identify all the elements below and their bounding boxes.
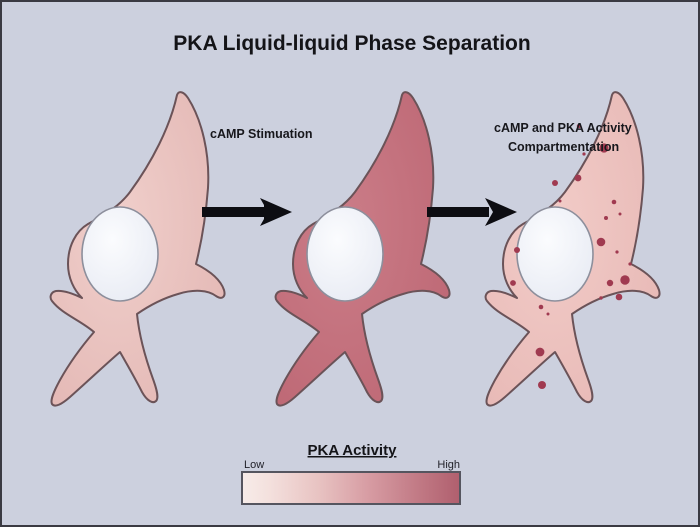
nucleus [516,206,594,302]
legend-low-label: Low [244,459,264,471]
pka-punctum [606,279,614,287]
legend-high-label: High [437,459,460,471]
pka-punctum [552,180,558,186]
pka-punctum [538,304,544,310]
pka-punctum [558,199,562,203]
arrowhead-icon [485,198,517,226]
pka-punctum [611,199,617,205]
arrow-stimulation [202,198,292,226]
nucleus [81,206,159,302]
pka-punctum [546,312,550,316]
pka-punctum [615,293,623,301]
pka-punctum [615,250,619,254]
nucleus [306,206,384,302]
pka-punctum [599,296,603,300]
legend-title: PKA Activity [308,442,398,459]
pka-punctum [510,280,516,286]
cell-stimulated [274,91,451,407]
pka-punctum [618,212,622,216]
pka-punctum [582,152,586,156]
pka-punctum [514,247,520,253]
step-label-compartmentation-line2: Compartmentation [508,140,619,154]
cell-basal [49,91,226,407]
pka-punctum [576,123,582,129]
arrowhead-icon [260,198,292,226]
arrow-icon [427,207,489,217]
pka-punctum [604,216,608,220]
pka-punctum [620,275,630,285]
legend: PKA Activity Low High [241,442,461,505]
pka-punctum [596,237,606,247]
pka-punctum [628,262,632,266]
pka-punctum [535,347,545,357]
pka-punctum [599,143,609,153]
arrow-compartmentation [427,198,517,226]
step-label-compartmentation-line1: cAMP and PKA Activity [494,121,632,135]
figure-title: PKA Liquid-liquid Phase Separation [173,32,530,55]
step-label-stimulation: cAMP Stimuation [210,127,313,141]
cell-compartmented [484,91,661,407]
pka-puncta-group [510,123,632,389]
pka-punctum [574,174,582,182]
pka-punctum [538,381,546,389]
legend-gradient-bar [241,471,461,505]
